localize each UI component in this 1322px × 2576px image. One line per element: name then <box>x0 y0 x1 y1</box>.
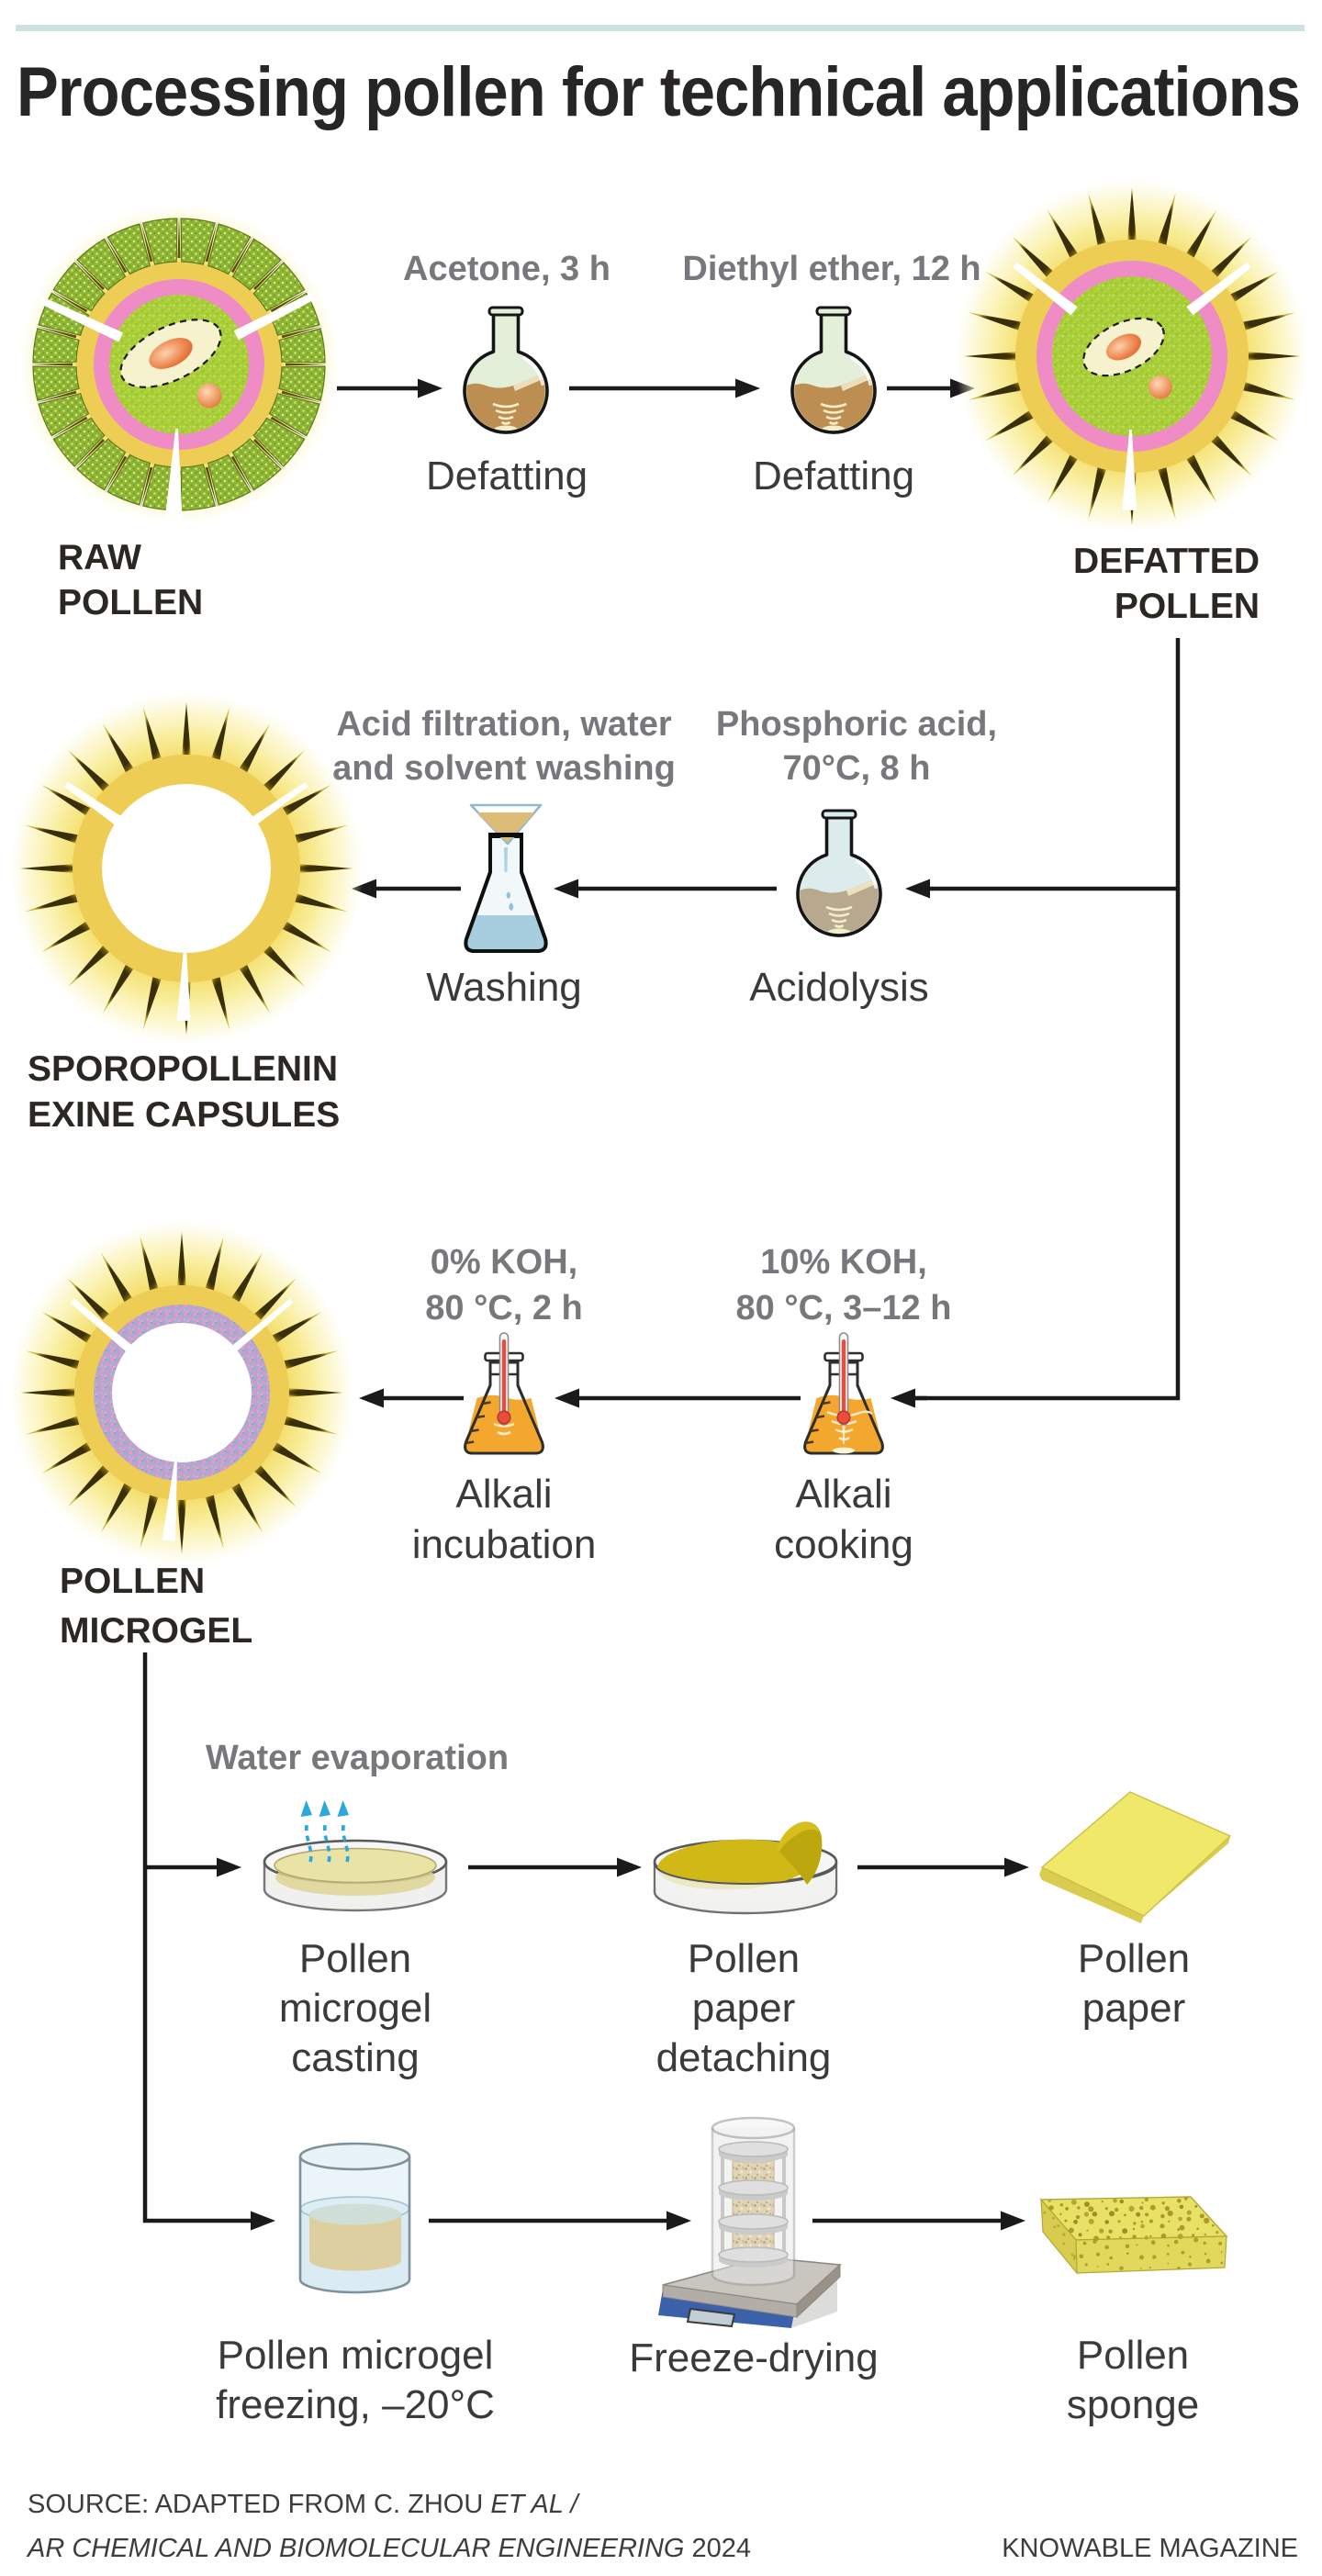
svg-text:EXINE CAPSULES: EXINE CAPSULES <box>28 1095 340 1135</box>
svg-text:POLLEN: POLLEN <box>1115 587 1260 626</box>
svg-text:MICROGEL: MICROGEL <box>60 1611 252 1651</box>
svg-text:Acid filtration, water: Acid filtration, water <box>336 705 671 744</box>
svg-text:Acidolysis: Acidolysis <box>749 965 929 1010</box>
svg-text:80 °C, 3–12 h: 80 °C, 3–12 h <box>736 1289 952 1327</box>
svg-text:80 °C, 2 h: 80 °C, 2 h <box>425 1289 582 1327</box>
svg-text:SOURCE: ADAPTED FROM C. ZHOU E: SOURCE: ADAPTED FROM C. ZHOU ET AL / <box>28 2490 580 2519</box>
svg-text:Defatting: Defatting <box>426 454 588 498</box>
svg-text:Water evaporation: Water evaporation <box>206 1739 509 1777</box>
svg-text:Pollen: Pollen <box>1077 2333 1189 2378</box>
svg-text:Pollen: Pollen <box>299 1936 411 1981</box>
svg-text:cooking: cooking <box>774 1522 913 1567</box>
svg-text:POLLEN: POLLEN <box>58 583 203 622</box>
svg-text:Acetone, 3 h: Acetone, 3 h <box>403 250 611 288</box>
svg-text:incubation: incubation <box>412 1522 597 1567</box>
svg-text:and solvent washing: and solvent washing <box>332 749 676 788</box>
svg-text:Diethyl ether, 12 h: Diethyl ether, 12 h <box>682 250 980 288</box>
svg-text:Defatting: Defatting <box>753 454 914 498</box>
svg-text:Pollen microgel: Pollen microgel <box>218 2333 494 2378</box>
svg-text:DEFATTED: DEFATTED <box>1073 542 1260 581</box>
svg-text:Alkali: Alkali <box>455 1472 552 1517</box>
svg-text:10% KOH,: 10% KOH, <box>760 1243 927 1282</box>
svg-text:Pollen: Pollen <box>688 1936 800 1981</box>
svg-text:detaching: detaching <box>656 2035 832 2080</box>
svg-text:paper: paper <box>1082 1986 1186 2031</box>
svg-text:RAW: RAW <box>58 538 141 577</box>
svg-text:paper: paper <box>692 1986 796 2031</box>
svg-text:Alkali: Alkali <box>795 1472 891 1517</box>
svg-text:casting: casting <box>291 2035 419 2080</box>
svg-text:70°C, 8 h: 70°C, 8 h <box>783 749 931 788</box>
svg-text:AR CHEMICAL AND BIOMOLECULAR E: AR CHEMICAL AND BIOMOLECULAR ENGINEERING… <box>26 2534 751 2563</box>
svg-text:Pollen: Pollen <box>1078 1936 1190 1981</box>
svg-text:Washing: Washing <box>426 965 582 1010</box>
svg-text:Freeze-drying: Freeze-drying <box>629 2335 878 2380</box>
svg-text:freezing, –20°C: freezing, –20°C <box>216 2382 495 2427</box>
svg-text:sponge: sponge <box>1067 2382 1199 2427</box>
svg-text:SPOROPOLLENIN: SPOROPOLLENIN <box>28 1049 338 1089</box>
svg-text:microgel: microgel <box>279 1986 431 2031</box>
svg-text:Processing pollen for technica: Processing pollen for technical applicat… <box>17 53 1300 131</box>
svg-text:Phosphoric acid,: Phosphoric acid, <box>716 705 997 744</box>
svg-text:0% KOH,: 0% KOH, <box>431 1243 577 1282</box>
svg-text:KNOWABLE MAGAZINE: KNOWABLE MAGAZINE <box>1002 2534 1298 2563</box>
svg-text:POLLEN: POLLEN <box>60 1562 205 1601</box>
